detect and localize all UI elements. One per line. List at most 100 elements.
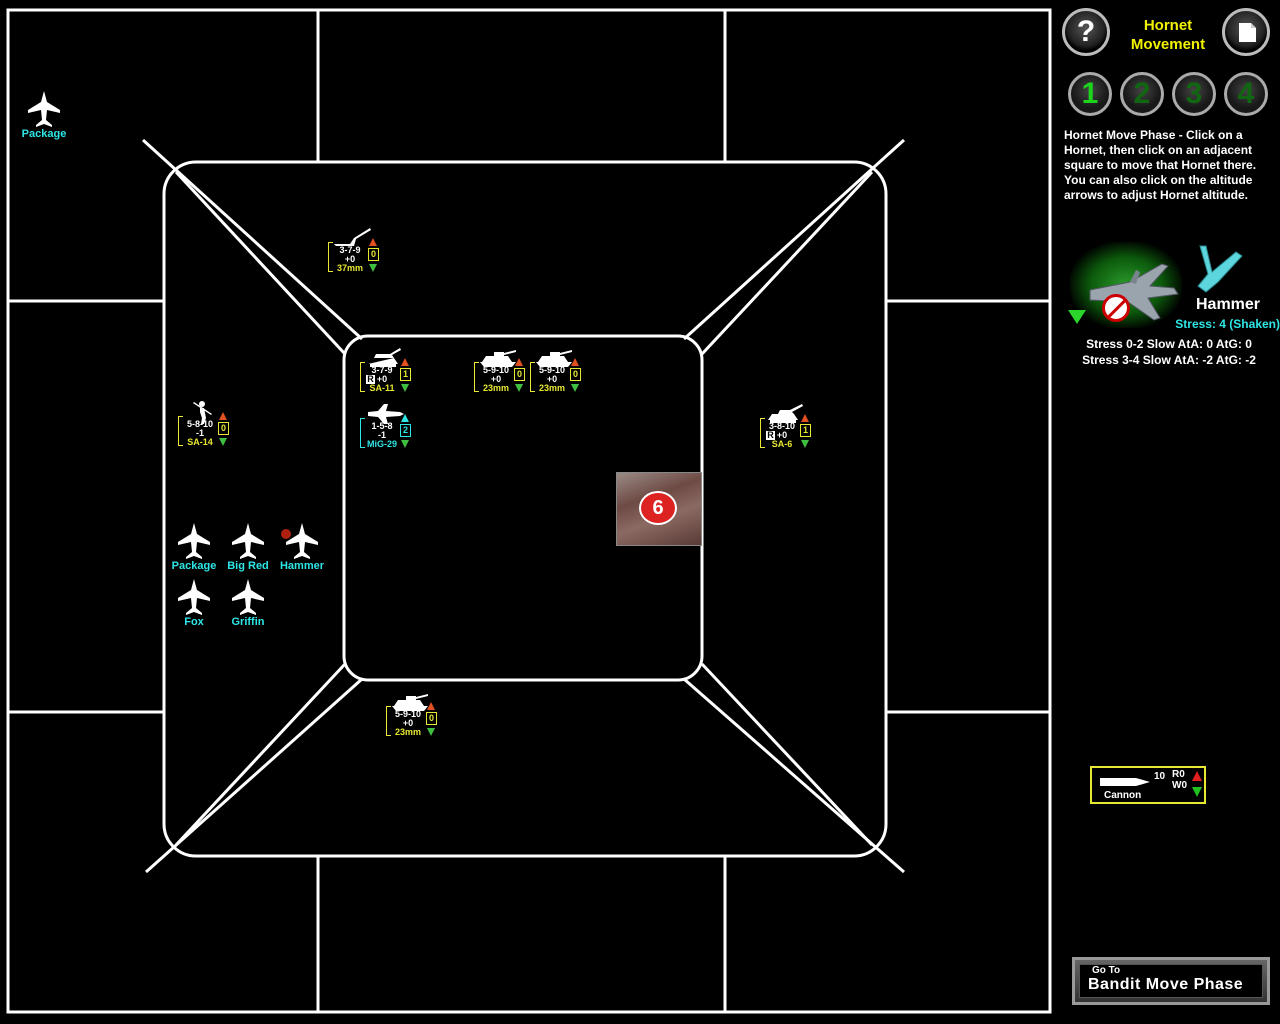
altitude-down-arrow[interactable] (1068, 310, 1086, 324)
altitude-up-arrow[interactable] (571, 358, 579, 366)
altitude-up-arrow[interactable] (401, 414, 409, 422)
altitude-up-arrow[interactable] (427, 702, 435, 710)
altitude-down-arrow[interactable] (427, 728, 435, 736)
altitude-down-arrow[interactable] (801, 440, 809, 448)
altitude-up-arrow[interactable] (369, 238, 377, 246)
altitude-down-arrow[interactable] (401, 384, 409, 392)
manpad-soldier-icon (193, 401, 212, 424)
hornet-hammer[interactable]: Hammer (280, 522, 328, 574)
altitude-up-arrow[interactable] (401, 358, 409, 366)
middle-ring (162, 160, 888, 858)
selected-marker (281, 529, 291, 539)
altitude-up-arrow[interactable] (515, 358, 523, 366)
hornet-bigred[interactable]: Big Red (226, 522, 274, 574)
weapon-up-arrow[interactable] (1192, 771, 1202, 781)
phase-step-4[interactable]: 4 (1224, 72, 1268, 116)
sam-launcher-icon (768, 404, 803, 423)
aaa-gun-icon (334, 228, 371, 246)
unit-type: 37mm (336, 263, 363, 273)
inner-ring (342, 334, 704, 682)
stress-modifiers: Stress 0-2 Slow AtA: 0 AtG: 0 Stress 3-4… (1066, 336, 1272, 368)
unit-modifier: +0 (546, 374, 558, 384)
hornet-jet-icon (26, 90, 62, 133)
phase-step-2[interactable]: 2 (1120, 72, 1164, 116)
hornet-jet-icon (284, 522, 320, 565)
phase-step-1[interactable]: 1 (1068, 72, 1112, 116)
phase-step-3[interactable]: 3 (1172, 72, 1216, 116)
phase-title: Hornet Movement (1118, 16, 1218, 54)
game-board[interactable] (0, 0, 1056, 1024)
zsu-tank-icon (536, 350, 572, 367)
pilot-stress: Stress: 4 (Shaken) (1175, 317, 1280, 331)
unit-altitude: 1 (800, 424, 811, 437)
altitude-down-arrow[interactable] (515, 384, 523, 392)
pilot-name: Hammer (1195, 296, 1261, 313)
hornet-jet-icon (176, 522, 212, 565)
unit-modifier: +0 (376, 374, 388, 384)
unit-modifier: +0 (402, 718, 414, 728)
stress-modifier-row: Stress 3-4 Slow AtA: -2 AtG: -2 (1082, 353, 1256, 367)
unit-bracket (386, 706, 391, 736)
button-line2: Bandit Move Phase (1088, 976, 1244, 993)
unit-type: SA-14 (187, 437, 213, 447)
weapon-card-cannon[interactable]: Cannon 10 R0 W0 (1090, 766, 1206, 804)
unit-modifier: +0 (776, 430, 788, 440)
unit-modifier: +0 (344, 254, 356, 264)
target-number-badge: 6 (639, 491, 677, 525)
unit-stats: 5-9-10 (538, 365, 565, 375)
hornet-fox[interactable]: Fox (172, 578, 220, 630)
selected-hornet-card: Hammer Stress: 4 (Shaken) (1064, 240, 1280, 340)
target-photo[interactable]: 6 (616, 472, 702, 546)
hornet-jet-icon (230, 522, 266, 565)
hornet-pkg-outer[interactable]: Package (22, 90, 70, 142)
document-button[interactable] (1222, 8, 1270, 56)
weapon-down-arrow[interactable] (1192, 787, 1202, 797)
unit-type: MiG-29 (366, 439, 397, 449)
control-panel: ? Hornet Movement 1 2 3 4 Hornet Move Ph… (1056, 0, 1280, 1024)
button-line1: Go To (1092, 965, 1121, 976)
hornet-jet-icon (176, 578, 212, 621)
unit-type: SA-6 (771, 439, 793, 449)
weapon-count: 10 (1154, 771, 1166, 782)
unit-altitude: 0 (426, 712, 437, 725)
go-to-bandit-move-button[interactable]: Go To Bandit Move Phase (1072, 957, 1270, 1005)
altitude-down-arrow[interactable] (219, 438, 227, 446)
radar-badge: R (366, 374, 375, 384)
unit-stats: 5-9-10 (394, 709, 421, 719)
unit-type: 23mm (394, 727, 421, 737)
unit-stats: 3-8-10 (768, 421, 795, 431)
hornet-pkg[interactable]: Package (172, 522, 220, 574)
hornet-griffin[interactable]: Griffin (226, 578, 274, 630)
pilot-badge-icon (1197, 245, 1243, 293)
unit-bracket (178, 416, 183, 446)
help-button[interactable]: ? (1062, 8, 1110, 56)
unit-altitude: 0 (218, 422, 229, 435)
unit-altitude: 0 (514, 368, 525, 381)
unit-stats: 3-7-9 (371, 365, 393, 375)
altitude-up-arrow[interactable] (219, 412, 227, 420)
hornet-callsign: Package (21, 128, 67, 140)
unit-stats: 3-7-9 (339, 245, 361, 255)
unit-stats: 5-8-10 (186, 419, 213, 429)
altitude-down-arrow[interactable] (401, 440, 409, 448)
hornet-callsign: Big Red (227, 560, 269, 572)
altitude-up-arrow[interactable] (801, 414, 809, 422)
stress-modifier-row: Stress 0-2 Slow AtA: 0 AtG: 0 (1086, 337, 1252, 351)
unit-type: 23mm (538, 383, 565, 393)
phase-title-line2: Movement (1130, 36, 1206, 53)
altitude-down-arrow[interactable] (571, 384, 579, 392)
unit-bracket (760, 418, 765, 448)
altitude-down-arrow[interactable] (369, 264, 377, 272)
unit-altitude: 2 (400, 424, 411, 437)
unit-bracket (530, 362, 535, 392)
unit-bracket (474, 362, 479, 392)
mig-icon (368, 404, 404, 424)
